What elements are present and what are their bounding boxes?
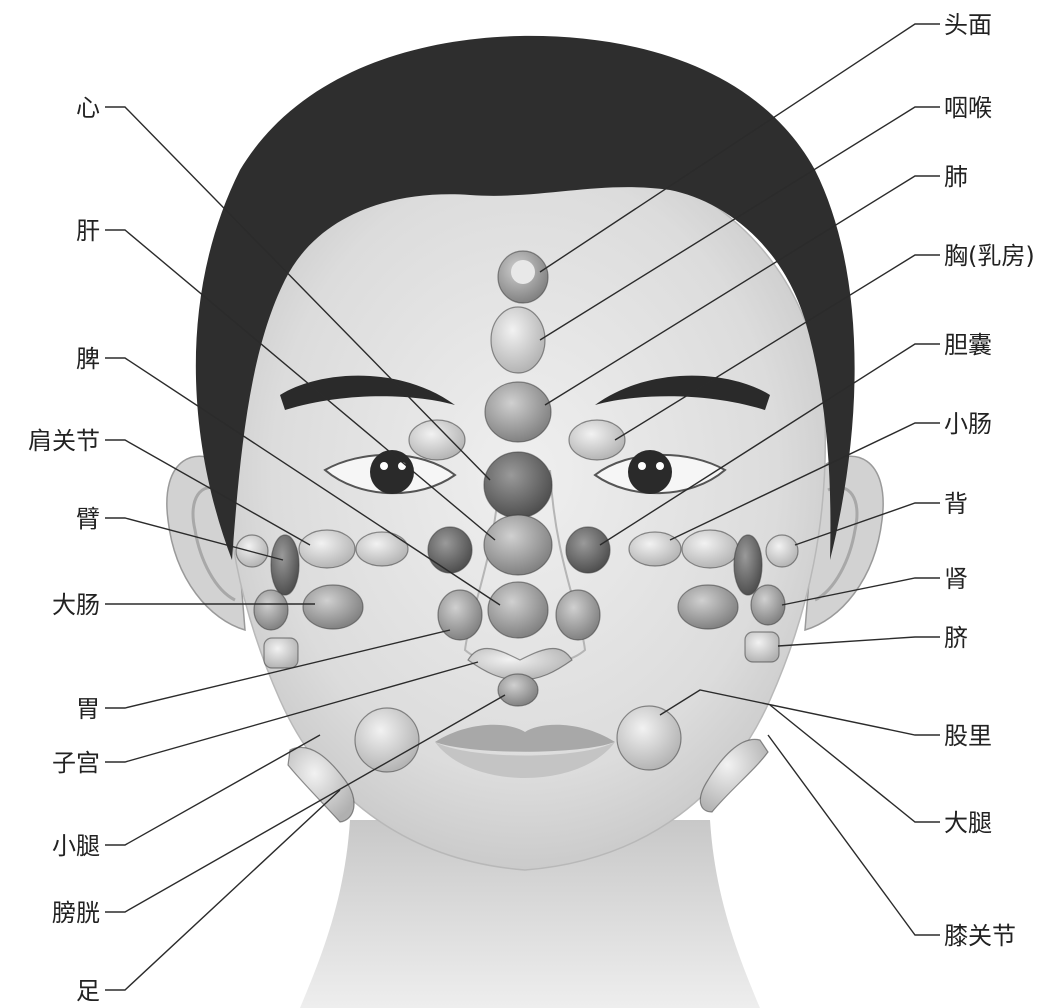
label-uterus: 子宫 [52, 749, 100, 777]
small-intestine-right-marker [629, 532, 681, 566]
stomach-right-marker [556, 590, 600, 640]
throat-marker [491, 307, 545, 373]
label-shoulder: 肩关节 [28, 427, 100, 455]
arm-right-marker [734, 535, 762, 595]
stomach-left-marker [438, 590, 482, 640]
gallbladder-right-marker [566, 527, 610, 573]
label-liver: 肝 [76, 217, 100, 245]
back-right-marker [766, 535, 798, 567]
labels-left: 心 肝 脾 肩关节 臂 大肠 胃 子宫 小腿 膀胱 足 [28, 94, 100, 1005]
leader-knee [768, 735, 940, 935]
kidney-left-marker [254, 590, 288, 630]
spleen-marker [488, 582, 548, 638]
label-navel: 脐 [944, 624, 968, 652]
label-large-intestine: 大肠 [52, 591, 100, 619]
gallbladder-left-marker [428, 527, 472, 573]
back-left-marker [236, 535, 268, 567]
label-kidney: 肾 [944, 565, 968, 593]
label-small-intestine: 小肠 [944, 410, 992, 438]
kidney-right-marker [751, 585, 785, 625]
bladder-marker [498, 674, 538, 706]
leader-navel [778, 637, 940, 646]
small-intestine-left-marker [356, 532, 408, 566]
label-throat: 咽喉 [944, 94, 992, 122]
label-stomach: 胃 [76, 695, 100, 723]
leader-foot [105, 790, 340, 990]
lung-marker [485, 382, 551, 442]
navel-right-marker [745, 632, 779, 662]
label-lung: 肺 [944, 163, 968, 191]
shoulder-left-marker [299, 530, 355, 568]
label-chest: 胸(乳房) [944, 242, 1035, 270]
label-thigh: 大腿 [944, 809, 992, 837]
navel-left-marker [264, 638, 298, 668]
large-intestine-left-marker [303, 585, 363, 629]
inner-thigh-right-marker [617, 706, 681, 770]
large-intestine-right-marker [678, 585, 738, 629]
label-back: 背 [944, 490, 968, 518]
label-inner-thigh: 股里 [944, 722, 992, 750]
leader-calf [105, 735, 320, 845]
labels-right: 头面 咽喉 肺 胸(乳房) 胆囊 小肠 背 肾 脐 股里 大腿 膝关节 [944, 11, 1035, 950]
arm-left-marker [271, 535, 299, 595]
liver-marker [484, 515, 552, 575]
shoulder-right-marker [682, 530, 738, 568]
head-face-marker-face [511, 260, 535, 284]
label-bladder: 膀胱 [52, 899, 100, 927]
heart-marker [484, 452, 552, 518]
breast-right-marker [569, 420, 625, 460]
label-arm: 臂 [76, 505, 100, 533]
label-spleen: 脾 [76, 345, 100, 373]
label-heart: 心 [76, 94, 100, 122]
label-foot: 足 [76, 977, 100, 1005]
label-head-face: 头面 [944, 11, 992, 39]
label-gallbladder: 胆囊 [944, 331, 992, 359]
label-knee: 膝关节 [944, 922, 1016, 950]
label-calf: 小腿 [52, 832, 100, 860]
